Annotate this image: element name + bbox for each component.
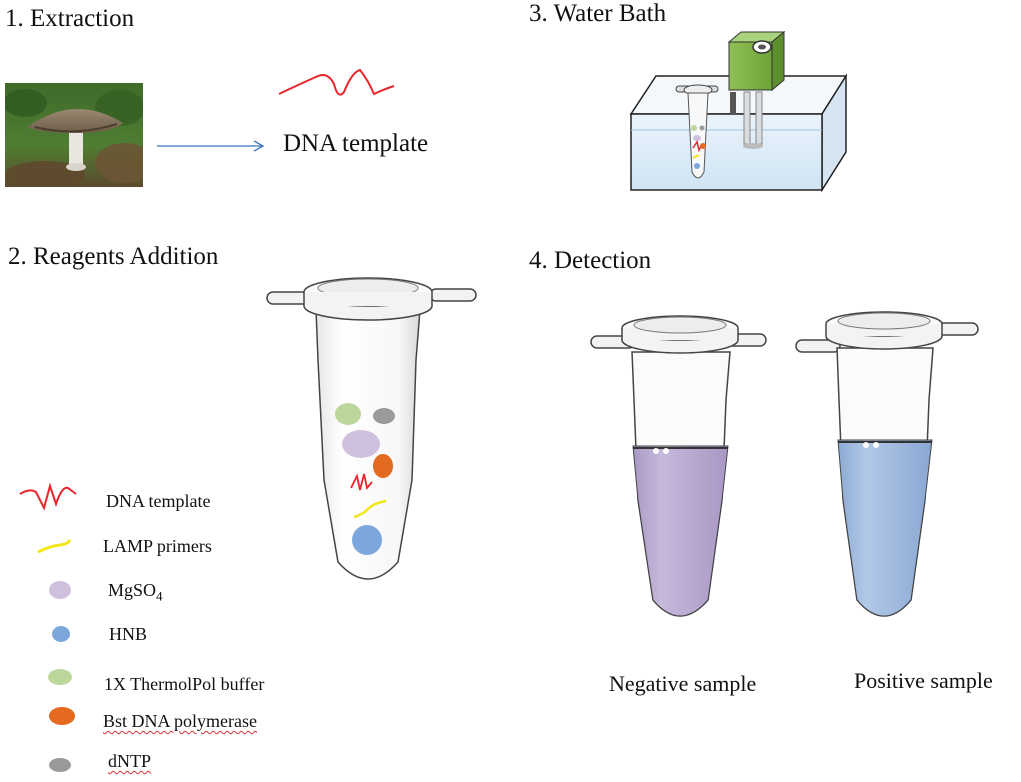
polymerase-legend-icon [49,707,75,725]
positive-tube [795,311,979,617]
dna-template-legend-icon [19,482,77,511]
dntp-legend-icon [49,758,71,772]
step-1-heading: 1. Extraction [5,5,135,32]
hnb-legend-icon [52,626,70,642]
negative-tube [590,315,767,617]
legend-dntp: dNTP [108,751,152,771]
positive-sample-label: Positive sample [854,668,993,693]
legend-lamp-primers: LAMP primers [103,536,212,556]
legend-buffer: 1X ThermolPol buffer [104,674,265,694]
step-2-heading: 2. Reagents Addition [8,243,219,270]
legend-hnb: HNB [109,624,148,644]
dna-template-label: DNA template [283,130,429,157]
mgso4-legend-icon [49,581,71,599]
negative-sample-label: Negative sample [609,671,757,696]
step-4-heading: 4. Detection [529,247,652,274]
buffer-legend-icon [48,669,72,685]
legend-mgso4: MgSO4 [108,580,163,604]
mushroom-photo [5,83,143,187]
step-3-heading: 3. Water Bath [529,0,667,27]
legend-dna-template: DNA template [106,491,211,511]
primer-legend-icon [37,539,72,554]
legend-polymerase: Bst DNA polymerase [103,711,257,731]
